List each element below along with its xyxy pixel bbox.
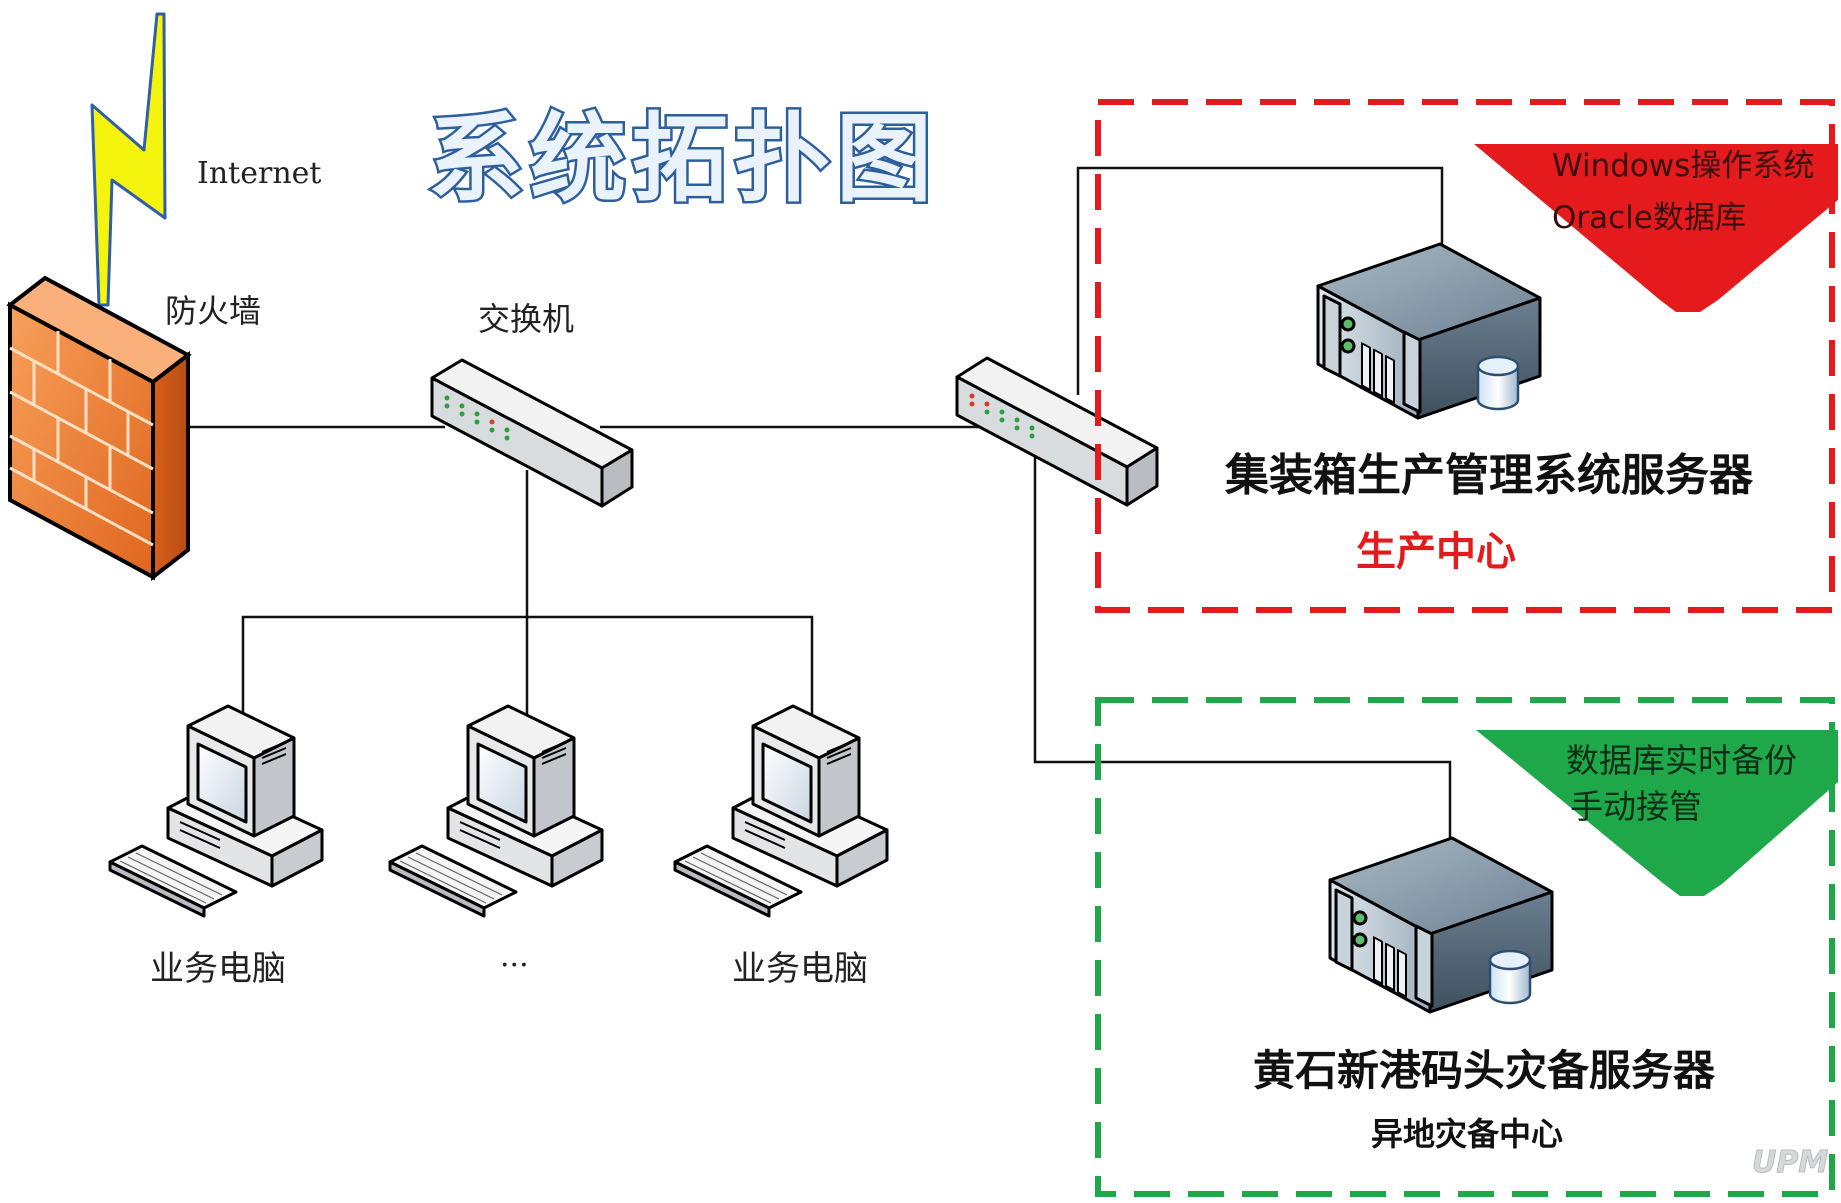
switch-icon bbox=[430, 358, 634, 508]
production-note-banner bbox=[1474, 144, 1838, 312]
firewall-label: 防火墙 bbox=[165, 292, 261, 330]
disaster-note-banner bbox=[1476, 730, 1838, 896]
switch-label: 交换机 bbox=[478, 300, 574, 338]
disaster-center-zone bbox=[1095, 697, 1835, 1197]
workstation-icon-right bbox=[673, 704, 889, 918]
disaster-zone-label: 异地灾备中心 bbox=[1371, 1115, 1563, 1153]
production-server-title: 集装箱生产管理系统服务器 bbox=[1224, 450, 1754, 501]
page-title: 系统拓扑图 bbox=[428, 103, 938, 215]
link-switch2-dr-server bbox=[1033, 455, 1452, 843]
production-center-zone bbox=[1095, 99, 1835, 613]
pc-middle-label: ··· bbox=[500, 948, 529, 983]
production-zone-label: 生产中心 bbox=[1356, 529, 1516, 575]
link-switch2-prod-server bbox=[1076, 166, 1444, 395]
firewall-icon bbox=[6, 275, 192, 582]
workstation-icon-middle bbox=[388, 704, 604, 918]
workstation-icon-left bbox=[108, 704, 324, 918]
link-pc-bus bbox=[241, 615, 814, 714]
production-server-icon bbox=[1316, 242, 1542, 420]
production-note-line2: Oracle数据库 bbox=[1552, 200, 1746, 236]
internet-lightning-icon bbox=[90, 12, 167, 307]
watermark-logo: UPM bbox=[1752, 1145, 1828, 1180]
pc-right-label: 业务电脑 bbox=[732, 949, 868, 989]
network-links bbox=[188, 166, 1452, 843]
production-note-line1: Windows操作系统 bbox=[1552, 148, 1814, 184]
pc-left-label: 业务电脑 bbox=[150, 949, 286, 989]
disaster-note-line2: 手动接管 bbox=[1570, 787, 1702, 826]
switch-2-icon bbox=[955, 356, 1159, 507]
disaster-note-line1: 数据库实时备份 bbox=[1566, 741, 1797, 780]
disaster-server-icon bbox=[1328, 836, 1554, 1014]
disaster-server-title: 黄石新港码头灾备服务器 bbox=[1253, 1046, 1716, 1095]
internet-label: Internet bbox=[197, 156, 321, 191]
